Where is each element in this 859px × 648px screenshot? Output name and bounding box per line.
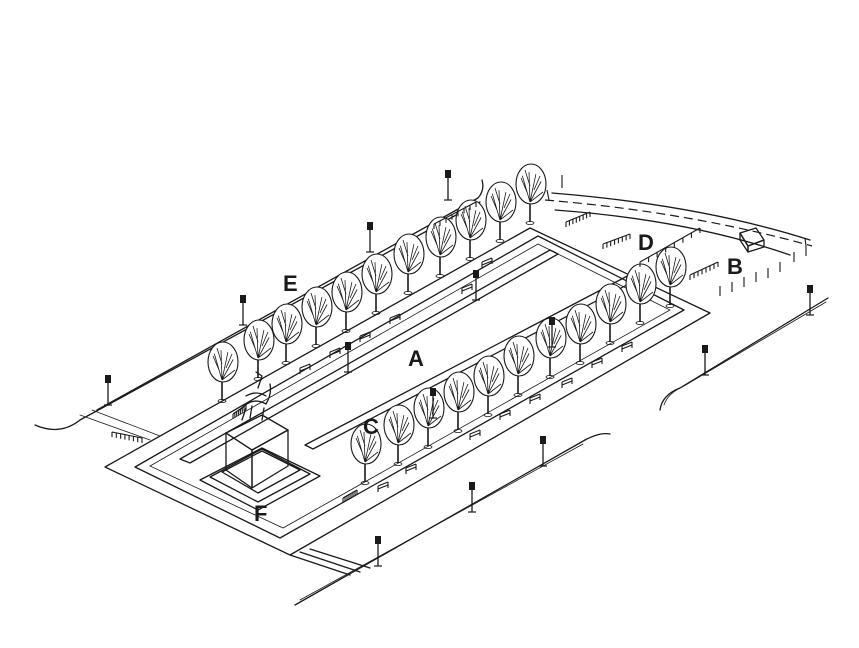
tree-south-9 (595, 283, 627, 345)
tree-north-5 (331, 271, 363, 333)
lamp-5 (344, 342, 352, 373)
lamp-group (104, 170, 814, 567)
label-a: A (408, 346, 424, 371)
street-east (659, 297, 829, 411)
tree-north-4 (301, 286, 333, 348)
label-b: B (727, 254, 743, 279)
tree-north-10 (485, 181, 517, 243)
street-e-curb (79, 409, 161, 441)
fence-d-2 (602, 233, 631, 249)
label-d: D (638, 230, 654, 255)
fence-d-1 (565, 211, 591, 227)
bench-7 (377, 481, 389, 492)
tree-north-9 (455, 199, 487, 261)
tree-row-south (350, 246, 687, 485)
tree-south-11 (655, 246, 687, 308)
bench-10 (499, 409, 511, 420)
monument-equestrian-statue (199, 371, 321, 511)
bench-5 (461, 283, 473, 294)
bench-1 (299, 363, 311, 374)
street-e-outer (34, 201, 481, 431)
tree-south-2 (383, 404, 415, 466)
fence-e-park (232, 404, 247, 419)
bench-12 (561, 377, 573, 388)
street-south (294, 432, 611, 606)
street-e-inner (96, 179, 484, 411)
bollard-row (546, 175, 807, 296)
fence-d-4 (689, 261, 719, 280)
lawn-border-outer (134, 235, 685, 539)
fence-d-3 (639, 227, 701, 267)
tree-south-10 (625, 263, 657, 325)
bench-6 (481, 257, 493, 268)
tree-south-4 (443, 371, 475, 433)
tree-south-6 (503, 335, 535, 397)
tree-north-1 (207, 341, 239, 403)
tree-north-6 (361, 253, 393, 315)
bench-2 (329, 347, 341, 358)
fence-group (111, 175, 807, 503)
bench-8 (405, 463, 417, 474)
central-path-north (179, 249, 559, 464)
fence-c-1 (342, 489, 358, 503)
bench-4 (389, 313, 401, 324)
lawn-border-inner (149, 243, 671, 529)
lamp-7 (548, 317, 556, 348)
tree-north-7 (393, 233, 425, 295)
bench-11 (529, 393, 541, 404)
lamp-2 (239, 295, 247, 326)
tree-north-8 (425, 216, 457, 278)
lamp-12 (701, 345, 709, 376)
fence-e-curb (111, 431, 143, 443)
lamp-13 (806, 285, 814, 316)
parked-vehicle (739, 227, 765, 253)
lamp-8 (429, 388, 437, 419)
tree-south-1 (350, 423, 382, 485)
street-east-curb (663, 301, 827, 406)
road-d-centerline (544, 199, 813, 247)
road-d-upper (551, 192, 811, 241)
tree-north-11 (515, 163, 547, 225)
lamp-11 (539, 436, 547, 467)
fence-e-street (433, 201, 477, 229)
label-e: E (283, 271, 298, 296)
tree-row-north (207, 163, 547, 403)
label-c: C (363, 414, 379, 439)
tree-south-7 (535, 317, 567, 379)
lamp-10 (468, 482, 476, 513)
lamp-9 (374, 536, 382, 567)
label-f: F (254, 501, 267, 526)
bench-9 (469, 429, 481, 440)
lamp-3 (366, 222, 374, 253)
tree-north-2 (243, 319, 275, 381)
bench-3 (359, 331, 371, 342)
bench-14 (621, 341, 633, 352)
lamp-4 (444, 170, 452, 201)
tree-south-8 (565, 303, 597, 365)
tree-north-3 (271, 303, 303, 365)
bench-13 (591, 357, 603, 368)
park-outline (104, 227, 711, 556)
bench-group (299, 257, 633, 492)
lamp-1 (104, 375, 112, 406)
crosswalk-sw (289, 548, 371, 576)
tree-south-5 (473, 355, 505, 417)
lamp-6 (472, 270, 480, 301)
